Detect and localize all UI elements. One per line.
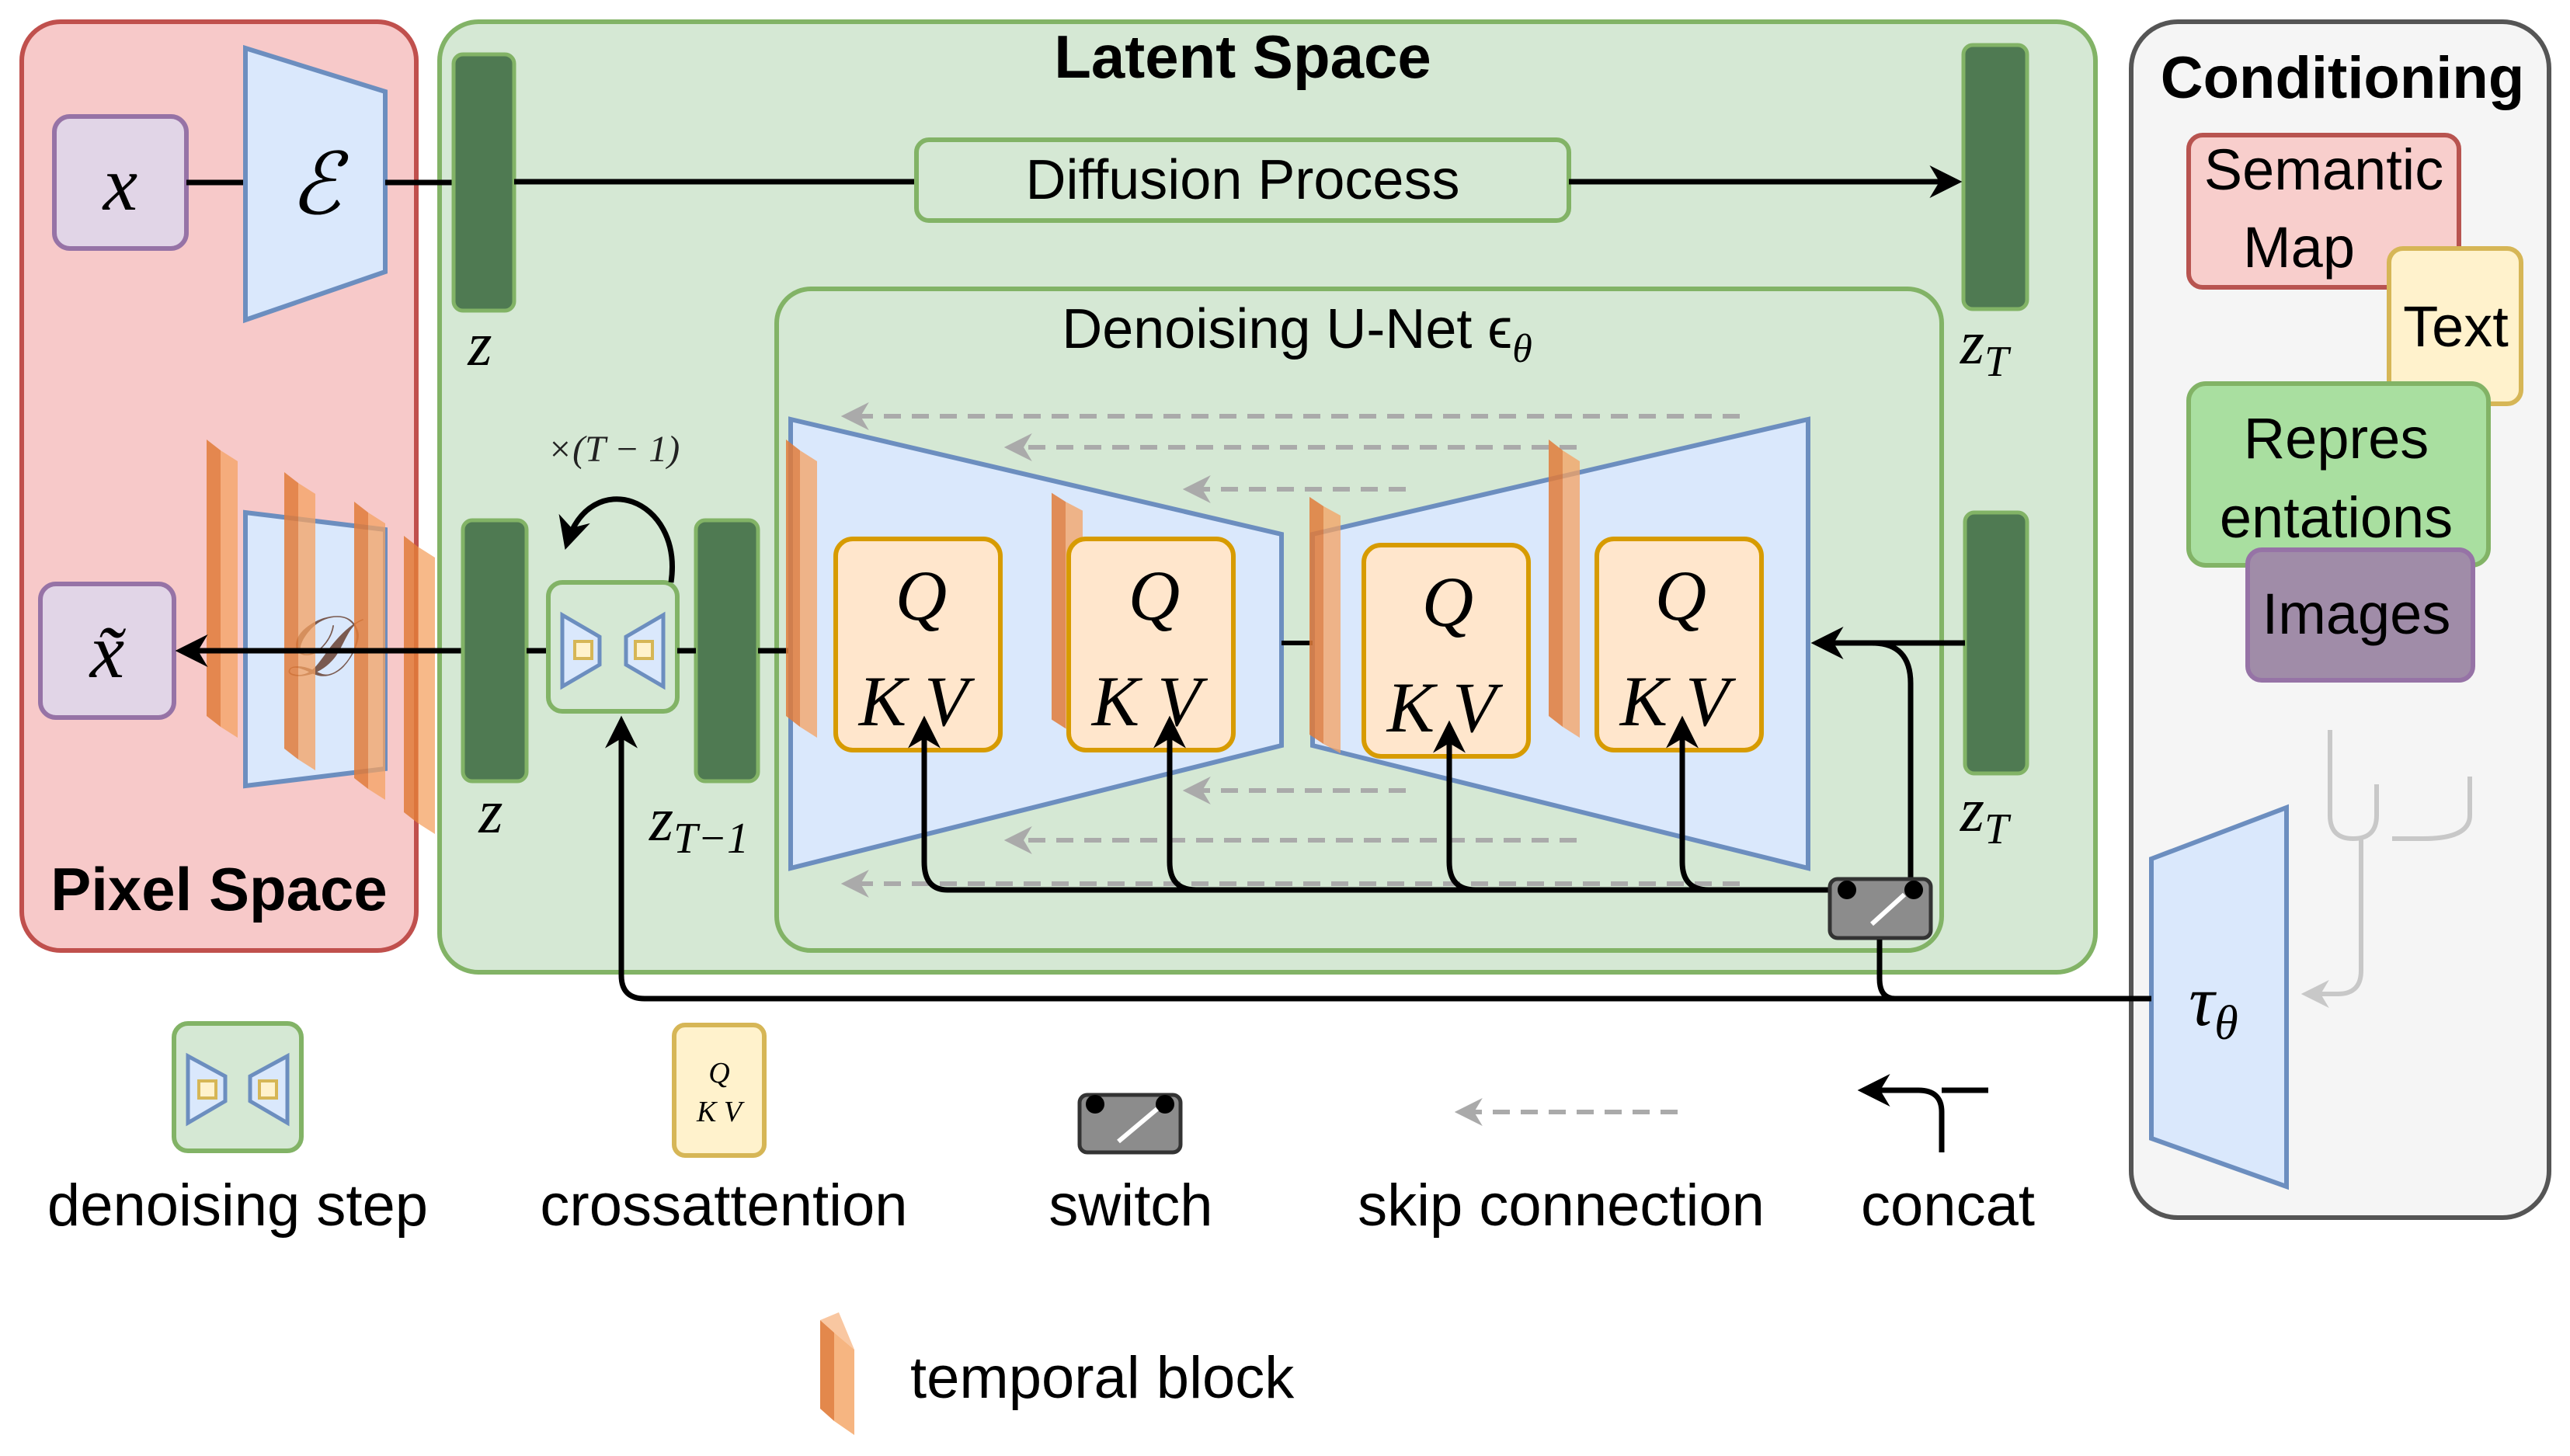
tau-encoder-block: τθ bbox=[2149, 804, 2289, 1190]
semantic-map-line-1: Semantic bbox=[2204, 137, 2443, 202]
legend-temporal-block: temporal block bbox=[820, 1312, 1295, 1435]
legend-switch: switch bbox=[1049, 1093, 1213, 1239]
svg-text:K V: K V bbox=[1619, 662, 1737, 741]
images-item: Images bbox=[2245, 547, 2475, 683]
z-t-mid-bar: zT bbox=[1960, 510, 2029, 853]
svg-text:zT: zT bbox=[1960, 777, 2012, 853]
svg-text:ℰ: ℰ bbox=[290, 137, 350, 232]
svg-text:Q: Q bbox=[708, 1057, 729, 1089]
svg-text:Q: Q bbox=[1129, 556, 1180, 635]
legend-crossattention: Q K V crossattention bbox=[540, 1023, 908, 1239]
svg-text:K V: K V bbox=[1386, 668, 1504, 747]
latent-space-label: Latent Space bbox=[1054, 23, 1431, 91]
conditioning-tree bbox=[2300, 730, 2472, 1008]
pixel-space-label: Pixel Space bbox=[50, 855, 388, 923]
svg-text:Diffusion Process: Diffusion Process bbox=[1026, 149, 1460, 211]
svg-text:Repres: Repres bbox=[2244, 406, 2429, 471]
x-tilde-node: x̃ bbox=[38, 582, 176, 720]
legend-concat: concat bbox=[1857, 1074, 2035, 1239]
svg-text:K V: K V bbox=[696, 1096, 745, 1128]
skip-connections bbox=[840, 402, 1740, 898]
attention-block-4: Q K V bbox=[1595, 537, 1764, 752]
conditioning-label: Conditioning bbox=[2161, 45, 2525, 111]
text-item: Text bbox=[2387, 246, 2523, 406]
diffusion-process-box: Diffusion Process bbox=[914, 137, 1571, 223]
loop-arrow bbox=[558, 496, 675, 583]
svg-text:temporal block: temporal block bbox=[910, 1345, 1295, 1411]
svg-text:Map: Map bbox=[2243, 215, 2355, 280]
legend-skip-connection: skip connection bbox=[1358, 1098, 1765, 1239]
svg-text:τθ: τθ bbox=[2189, 961, 2238, 1050]
svg-text:x: x bbox=[102, 141, 137, 227]
svg-text:Q: Q bbox=[1422, 562, 1473, 641]
svg-text:switch: switch bbox=[1049, 1173, 1212, 1239]
denoising-step-block bbox=[546, 580, 680, 714]
encoder-block: ℰ bbox=[243, 44, 388, 324]
svg-text:concat: concat bbox=[1861, 1173, 2035, 1239]
svg-text:zT: zT bbox=[1960, 309, 2012, 386]
svg-text:Q: Q bbox=[1655, 556, 1706, 635]
svg-text:Q: Q bbox=[896, 556, 947, 635]
svg-text:denoising step: denoising step bbox=[47, 1173, 428, 1239]
svg-text:z: z bbox=[467, 311, 492, 379]
svg-text:K V: K V bbox=[1090, 662, 1208, 741]
semantic-map-line-2: Map bbox=[2243, 215, 2355, 280]
svg-text:Text: Text bbox=[2403, 294, 2509, 359]
svg-text:z: z bbox=[478, 778, 503, 846]
attention-block-1: Q K V bbox=[833, 537, 1003, 752]
representations-item: Repres entations bbox=[2186, 381, 2491, 568]
tau-to-switch-edge bbox=[1876, 940, 1896, 1002]
svg-text:crossattention: crossattention bbox=[540, 1173, 907, 1239]
attention-block-3: Q K V bbox=[1362, 543, 1531, 759]
svg-text:Semantic: Semantic bbox=[2204, 137, 2443, 202]
unet-title: Denoising U-Net ϵθ bbox=[1062, 298, 1532, 371]
svg-text:x̃: x̃ bbox=[89, 608, 127, 694]
tau-to-step-edge bbox=[605, 715, 2151, 1002]
z-mid-bar: z bbox=[461, 518, 529, 846]
svg-text:Images: Images bbox=[2262, 582, 2451, 646]
attention-block-2: Q K V bbox=[1066, 537, 1236, 752]
switch-block bbox=[1828, 877, 1933, 940]
conditioning-arrows bbox=[908, 627, 1965, 893]
loop-label: ×(T − 1) bbox=[548, 429, 680, 470]
z-t-top-bar: zT bbox=[1960, 43, 2029, 386]
x-node: x bbox=[52, 114, 189, 251]
semantic-map-item: Semantic Map bbox=[2186, 133, 2461, 290]
svg-text:skip connection: skip connection bbox=[1358, 1173, 1765, 1239]
svg-text:entations: entations bbox=[2220, 485, 2453, 550]
legend-denoising-step: denoising step bbox=[47, 1021, 428, 1239]
svg-text:K V: K V bbox=[857, 662, 975, 741]
z-t-minus-1-bar: zT−1 bbox=[649, 518, 760, 863]
svg-text:zT−1: zT−1 bbox=[649, 786, 749, 863]
